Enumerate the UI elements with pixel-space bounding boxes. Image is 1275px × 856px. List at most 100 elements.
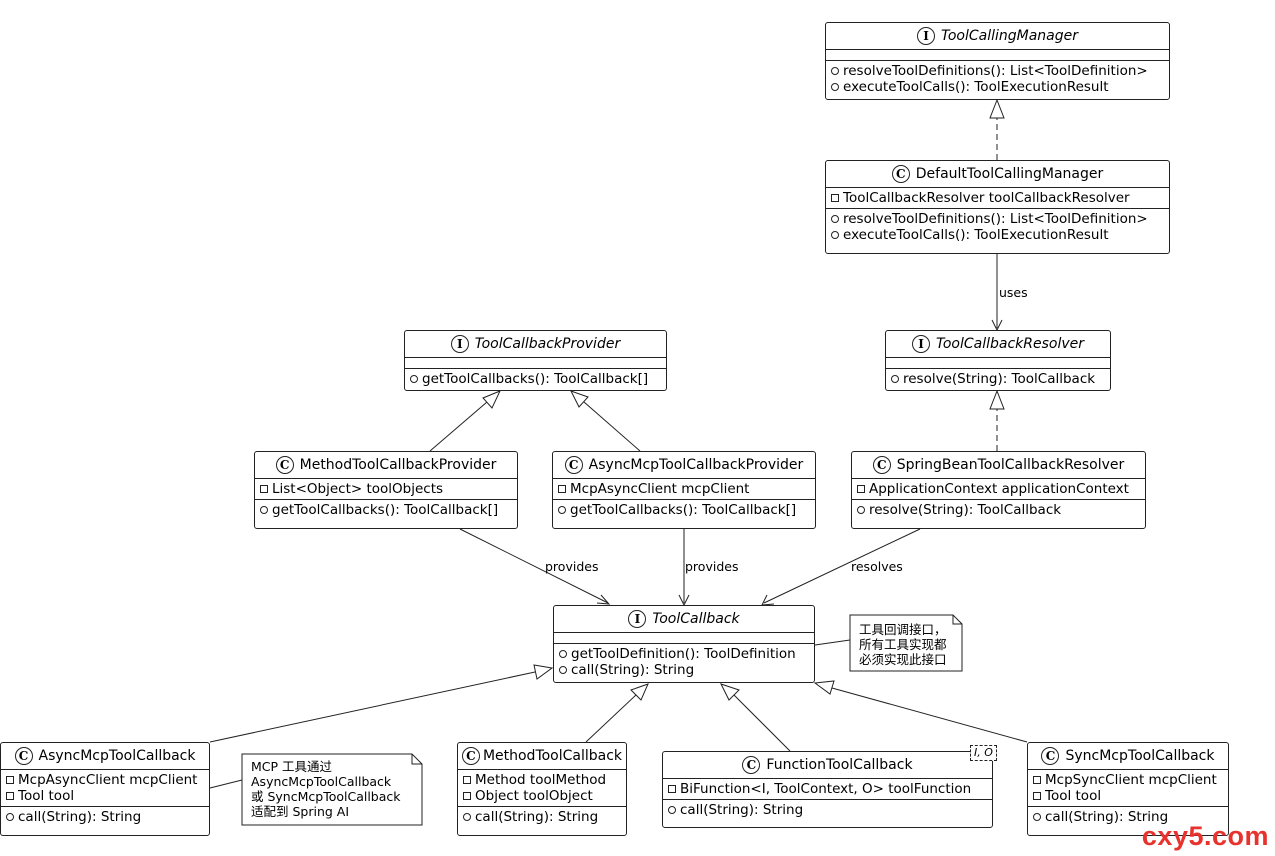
edge-ftc-implements-tc [733, 694, 791, 752]
method-text: call(String): String [571, 662, 695, 678]
public-visibility-icon [559, 666, 567, 674]
fields-section: List<Object> toolObjects [255, 479, 517, 500]
private-visibility-icon [558, 485, 566, 493]
private-visibility-icon [857, 485, 865, 493]
public-visibility-icon [668, 806, 676, 814]
method-row: resolve(String): ToolCallback [891, 371, 1105, 387]
public-visibility-icon [558, 506, 566, 514]
class-name: ToolCallbackProvider [474, 336, 621, 352]
method-text: getToolCallbacks(): ToolCallback[] [570, 502, 797, 518]
class-stereotype-icon: C [564, 456, 583, 474]
field-row: Tool tool [1033, 788, 1223, 804]
class-name: ToolCallbackResolver [936, 336, 1084, 352]
edge-amtc-arrowhead [533, 664, 554, 680]
methods-section: resolveToolDefinitions(): List<ToolDefin… [826, 209, 1169, 245]
note-line: AsyncMcpToolCallback [251, 774, 392, 789]
field-text: List<Object> toolObjects [272, 481, 444, 497]
method-row: resolveToolDefinitions(): List<ToolDefin… [831, 211, 1164, 227]
method-text: resolve(String): ToolCallback [903, 371, 1096, 387]
field-text: McpAsyncClient mcpClient [18, 772, 198, 788]
public-visibility-icon [857, 506, 865, 514]
class-stereotype-icon: C [1041, 747, 1060, 765]
edge-sbtcr-arrowhead [989, 389, 1005, 410]
edge-amtcp-arrowhead [569, 390, 589, 408]
methods-section: call(String): String [458, 807, 626, 827]
class-stereotype-icon: C [891, 165, 910, 183]
note-shape-mcp [241, 753, 423, 826]
public-visibility-icon [260, 506, 268, 514]
class-name: AsyncMcpToolCallback [38, 748, 196, 764]
field-text: Tool tool [1045, 788, 1102, 804]
field-row: BiFunction<I, ToolContext, O> toolFuncti… [668, 781, 987, 797]
methods-section: call(String): String [1, 807, 209, 827]
method-row: call(String): String [6, 809, 204, 825]
method-text: executeToolCalls(): ToolExecutionResult [843, 79, 1109, 95]
edge-amtc-implements-tc [209, 671, 536, 743]
methods-section: resolveToolDefinitions(): List<ToolDefin… [826, 61, 1169, 97]
method-text: getToolCallbacks(): ToolCallback[] [272, 502, 499, 518]
class-header: I ToolCallbackProvider [405, 331, 666, 358]
fields-section: McpAsyncClient mcpClient [553, 479, 815, 500]
field-text: Object toolObject [475, 788, 593, 804]
interface-stereotype-icon: I [450, 335, 469, 353]
methods-section: resolve(String): ToolCallback [886, 369, 1110, 389]
method-row: resolve(String): ToolCallback [857, 502, 1140, 518]
field-text: McpAsyncClient mcpClient [570, 481, 750, 497]
methods-section: getToolCallbacks(): ToolCallback[] [405, 369, 666, 389]
note-line: 必须实现此接口 [859, 652, 947, 667]
field-row: List<Object> toolObjects [260, 481, 512, 497]
field-text: ApplicationContext applicationContext [869, 481, 1129, 497]
class-name: MethodToolCallbackProvider [299, 457, 497, 473]
edge-mtc-implements-tc [585, 694, 637, 743]
method-text: call(String): String [475, 809, 599, 825]
method-text: getToolCallbacks(): ToolCallback[] [422, 371, 649, 387]
methods-section: call(String): String [1028, 807, 1228, 827]
fields-section [826, 50, 1169, 61]
private-visibility-icon [6, 792, 14, 800]
field-row: ApplicationContext applicationContext [857, 481, 1140, 497]
note-fold-mcp [411, 754, 422, 765]
note-connector-mcp [209, 779, 243, 789]
method-text: resolveToolDefinitions(): List<ToolDefin… [843, 63, 1148, 79]
fields-section: McpAsyncClient mcpClient Tool tool [1, 770, 209, 807]
edge-label-provides-method: provides [545, 559, 599, 574]
method-text: executeToolCalls(): ToolExecutionResult [843, 227, 1109, 243]
field-row: Method toolMethod [463, 772, 621, 788]
class-name: FunctionToolCallback [766, 757, 913, 773]
edge-smtc-arrowhead [813, 680, 835, 695]
private-visibility-icon [260, 485, 268, 493]
method-row: resolveToolDefinitions(): List<ToolDefin… [831, 63, 1164, 79]
private-visibility-icon [668, 785, 676, 793]
private-visibility-icon [1033, 776, 1041, 784]
method-text: call(String): String [680, 802, 804, 818]
edge-smtc-implements-tc [831, 687, 1028, 743]
note-mcp-adapter: MCP 工具通过 AsyncMcpToolCallback 或 SyncMcpT… [243, 756, 411, 824]
edge-resolves-arrowhead [761, 594, 775, 606]
method-row: getToolCallbacks(): ToolCallback[] [260, 502, 512, 518]
method-text: call(String): String [1045, 809, 1169, 825]
note-line: 适配到 Spring AI [251, 804, 350, 819]
field-text: Method toolMethod [475, 772, 607, 788]
field-row: McpAsyncClient mcpClient [558, 481, 810, 497]
fields-section [886, 358, 1110, 369]
public-visibility-icon [831, 67, 839, 75]
note-line: 所有工具实现都 [859, 637, 947, 652]
public-visibility-icon [6, 813, 14, 821]
fields-section: ApplicationContext applicationContext [852, 479, 1145, 500]
field-text: BiFunction<I, ToolContext, O> toolFuncti… [680, 781, 972, 797]
field-text: Tool tool [18, 788, 75, 804]
class-name: ToolCallingManager [941, 28, 1078, 44]
